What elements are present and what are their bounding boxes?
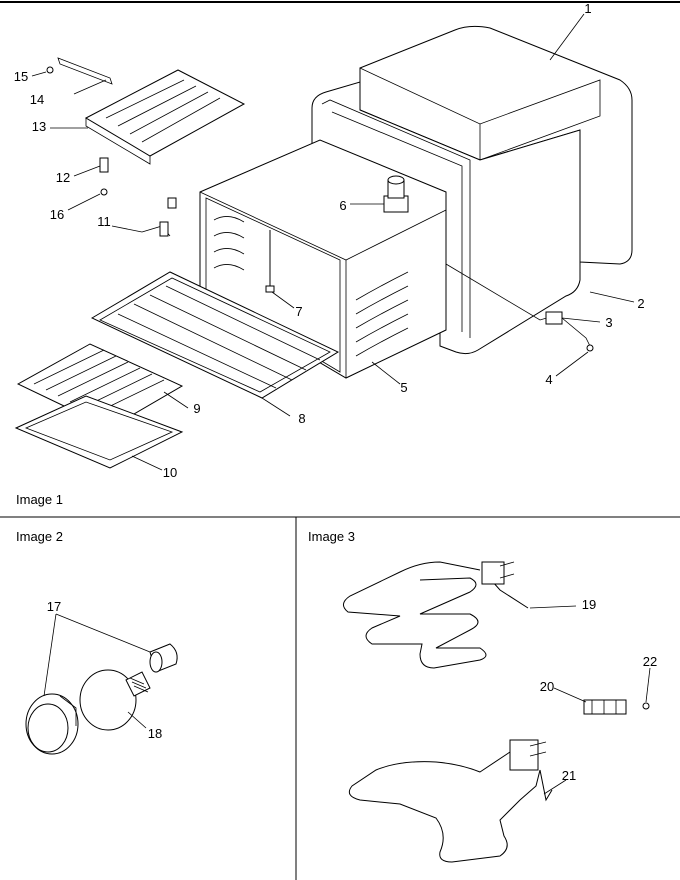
leader-lines-image2 bbox=[43, 613, 151, 729]
callout-10: 10 bbox=[163, 465, 177, 480]
caption-image-2: Image 2 bbox=[16, 529, 63, 544]
callout-13: 13 bbox=[32, 119, 46, 134]
bracket-11 bbox=[141, 221, 171, 237]
vent-assembly bbox=[383, 175, 409, 213]
caption-image-1: Image 1 bbox=[16, 492, 63, 507]
callout-19: 19 bbox=[582, 597, 596, 612]
callout-12: 12 bbox=[56, 170, 70, 185]
shelf-strap bbox=[57, 57, 113, 85]
callout-21: 21 bbox=[562, 768, 576, 783]
callout-5: 5 bbox=[400, 380, 407, 395]
callout-16: 16 bbox=[50, 207, 64, 222]
wiring-bracket bbox=[445, 263, 594, 352]
callout-7: 7 bbox=[295, 304, 302, 319]
callout-17: 17 bbox=[47, 599, 61, 614]
callout-3: 3 bbox=[605, 315, 612, 330]
leader-lines-image1 bbox=[31, 13, 635, 471]
light-bulb bbox=[79, 669, 151, 731]
hinge-screw bbox=[167, 197, 177, 209]
bake-element bbox=[348, 739, 553, 863]
callout-8: 8 bbox=[298, 411, 305, 426]
leader-lines-image3 bbox=[529, 605, 651, 795]
thermostat-sensor bbox=[583, 699, 627, 715]
screw-16 bbox=[100, 188, 108, 196]
clip-12 bbox=[99, 157, 109, 173]
warming-shelf bbox=[84, 69, 246, 165]
callout-1: 1 bbox=[584, 1, 591, 16]
callout-15: 15 bbox=[14, 69, 28, 84]
clip-22 bbox=[642, 702, 650, 710]
callout-18: 18 bbox=[148, 726, 162, 741]
callout-11: 11 bbox=[97, 214, 111, 229]
screw-15 bbox=[46, 66, 54, 74]
callout-22: 22 bbox=[643, 654, 657, 669]
broil-pan bbox=[14, 395, 184, 469]
lamp-cover bbox=[25, 693, 79, 755]
temperature-sensor bbox=[265, 230, 275, 293]
callout-2: 2 bbox=[637, 296, 644, 311]
callout-9: 9 bbox=[193, 401, 200, 416]
caption-image-3: Image 3 bbox=[308, 529, 355, 544]
callout-14: 14 bbox=[30, 92, 44, 107]
broil-element bbox=[343, 561, 529, 669]
callout-6: 6 bbox=[339, 198, 346, 213]
lamp-socket bbox=[149, 643, 178, 673]
callout-4: 4 bbox=[545, 372, 552, 387]
callout-20: 20 bbox=[540, 679, 554, 694]
oven-rack bbox=[90, 271, 340, 399]
